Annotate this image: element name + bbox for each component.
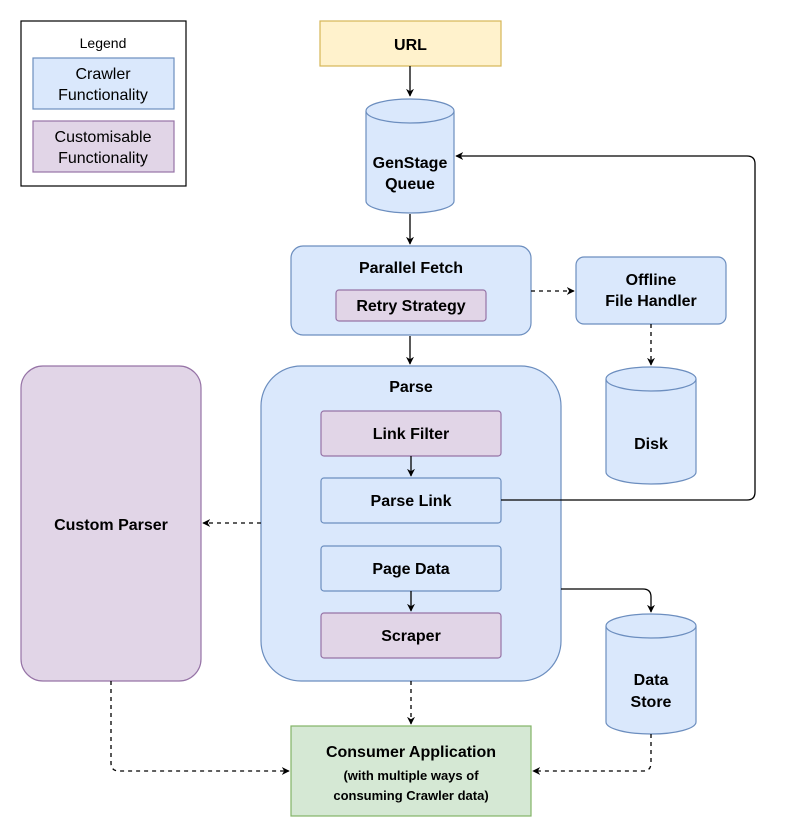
link-filter-label: Link Filter [373, 426, 449, 443]
arrow-data-store-to-consumer [532, 734, 652, 775]
consumer-application-title: Consumer Application [326, 744, 496, 761]
legend-crawler-label-line1: Crawler [75, 66, 131, 83]
parse-link-label: Parse Link [371, 493, 452, 510]
arrow-parselink-loop-to-queue [455, 152, 756, 501]
offline-file-handler-label-line2: File Handler [605, 293, 697, 310]
genstage-queue-label-line1: GenStage [373, 155, 448, 172]
scraper-label: Scraper [381, 628, 441, 645]
custom-parser-label: Custom Parser [54, 517, 168, 534]
disk-node: Disk [605, 366, 697, 485]
genstage-queue-body [365, 111, 455, 214]
page-data-label: Page Data [372, 561, 449, 578]
offline-file-handler-node [575, 256, 727, 325]
legend-title: Legend [80, 35, 127, 51]
disk-label: Disk [634, 436, 668, 453]
disk-body [605, 379, 697, 485]
parse-label: Parse [389, 379, 433, 396]
legend-custom-label-line1: Customisable [55, 129, 152, 146]
scraper-node [320, 612, 502, 659]
offline-file-handler-label-line1: Offline [626, 272, 677, 289]
disk-top [605, 366, 697, 392]
consumer-application-node [290, 725, 532, 817]
legend-custom-label-line2: Functionality [58, 150, 148, 167]
genstage-queue-label-line2: Queue [385, 176, 435, 193]
parallel-fetch-label: Parallel Fetch [359, 260, 463, 277]
arrow-custom-parser-to-consumer [110, 681, 290, 775]
retry-strategy-node [335, 289, 487, 322]
data-store-top [605, 613, 697, 639]
url-label: URL [394, 37, 427, 54]
legend-custom-swatch [32, 120, 175, 173]
data-store-label-line2: Store [631, 694, 672, 711]
legend-crawler-swatch [32, 57, 175, 110]
genstage-queue-node: GenStage Queue [365, 98, 455, 214]
legend-crawler-label-line2: Functionality [58, 87, 148, 104]
consumer-application-subtitle-line2: consuming Crawler data) [333, 788, 488, 803]
retry-strategy-label: Retry Strategy [356, 298, 465, 315]
legend: Legend Crawler Functionality Customisabl… [20, 20, 187, 187]
consumer-application-subtitle-line1: (with multiple ways of [343, 768, 479, 783]
data-store-node: Data Store [605, 613, 697, 735]
arrow-parse-to-data-store [561, 588, 655, 613]
data-store-label-line1: Data [634, 672, 669, 689]
url-node [319, 20, 502, 67]
genstage-queue-top [365, 98, 455, 124]
connectors [110, 66, 756, 775]
